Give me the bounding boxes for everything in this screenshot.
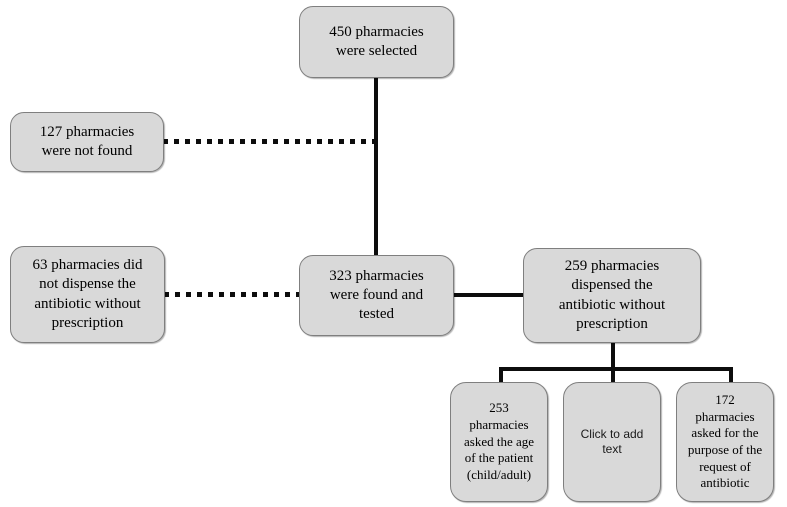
node-label: 323 pharmacies were found and tested: [329, 267, 424, 323]
node-450-pharmacies-selected[interactable]: 450 pharmacies were selected: [299, 6, 454, 78]
node-253-pharmacies-asked-age[interactable]: 253 pharmacies asked the age of the pati…: [450, 382, 548, 502]
placeholder-label: Click to add text: [580, 426, 644, 456]
node-323-pharmacies-found-tested[interactable]: 323 pharmacies were found and tested: [299, 255, 454, 336]
node-label: 127 pharmacies were not found: [39, 123, 135, 159]
node-259-pharmacies-dispensed[interactable]: 259 pharmacies dispensed the antibiotic …: [523, 248, 701, 343]
node-label: 172 pharmacies asked for the purpose of …: [687, 392, 763, 491]
connector-selected-to-tested: [374, 77, 378, 258]
connector-branch-to-placeholder: [611, 367, 615, 384]
connector-branch-bar: [499, 367, 733, 371]
connector-branch-to-asked-purpose: [729, 367, 733, 384]
connector-tested-to-dispensed: [452, 293, 525, 297]
connector-dispensed-stem: [611, 342, 615, 371]
node-click-to-add-text-placeholder[interactable]: Click to add text: [563, 382, 661, 502]
node-label: 450 pharmacies were selected: [329, 23, 424, 59]
node-127-pharmacies-not-found[interactable]: 127 pharmacies were not found: [10, 112, 164, 172]
node-172-pharmacies-asked-purpose[interactable]: 172 pharmacies asked for the purpose of …: [676, 382, 774, 502]
connector-branch-to-asked-age: [499, 367, 503, 384]
connector-notfound-dotted: [163, 139, 376, 144]
node-label: 63 pharmacies did not dispense the antib…: [32, 257, 143, 331]
node-63-pharmacies-not-dispensed[interactable]: 63 pharmacies did not dispense the antib…: [10, 246, 165, 343]
connector-notdispensed-dotted: [164, 292, 301, 297]
node-label: 259 pharmacies dispensed the antibiotic …: [558, 258, 666, 332]
node-label: 253 pharmacies asked the age of the pati…: [463, 400, 535, 482]
